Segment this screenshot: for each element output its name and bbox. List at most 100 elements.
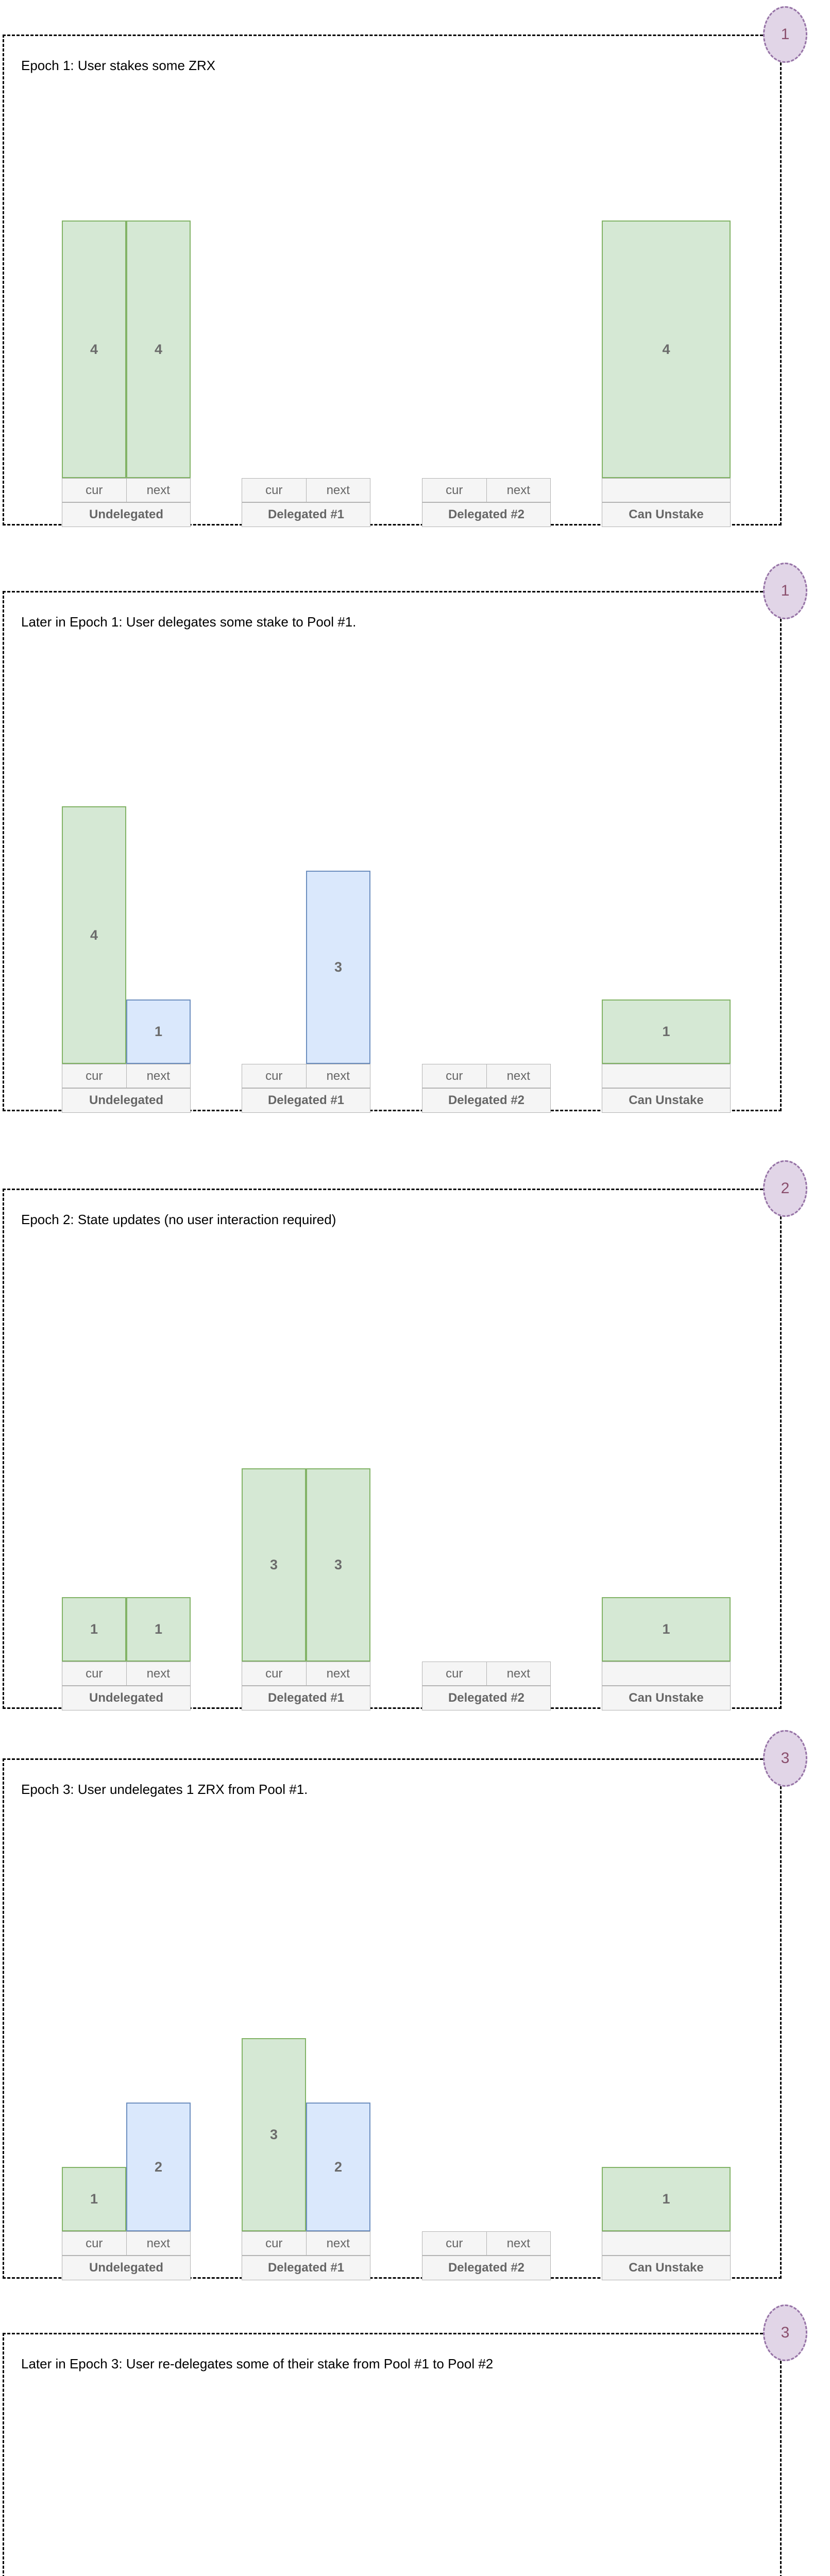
stake-column-group: 31curnextDelegated #1 — [242, 2334, 370, 2576]
stake-bar: 3 — [242, 2038, 306, 2231]
epoch-panel: Later in Epoch 3: User re-delegates some… — [3, 2333, 782, 2576]
bar-slot — [486, 1301, 551, 1662]
bar-stack — [242, 117, 370, 478]
epoch-cell-row — [602, 1662, 731, 1686]
cell-cur: cur — [242, 1064, 307, 1088]
stake-bar: 1 — [602, 1597, 731, 1662]
bar-slot: 4 — [62, 703, 126, 1064]
column-label: Can Unstake — [602, 1088, 731, 1113]
cell-blank — [602, 478, 731, 502]
cell-next: next — [126, 2231, 191, 2256]
cell-cur: cur — [242, 478, 307, 502]
cell-cur: cur — [422, 478, 487, 502]
bar-slot: 3 — [306, 703, 370, 1064]
bar-slot — [242, 117, 306, 478]
bar-slot: 3 — [242, 1301, 306, 1662]
stake-bar: 1 — [602, 999, 731, 1064]
bar-stack: 1 — [602, 2417, 731, 2576]
column-label: Can Unstake — [602, 2256, 731, 2280]
bar-slot: 1 — [126, 1301, 191, 1662]
bar-slot — [422, 1301, 486, 1662]
stake-bar: 1 — [62, 2167, 126, 2231]
epoch-number-badge: 3 — [763, 1730, 807, 1787]
cell-next: next — [306, 1662, 370, 1686]
cell-cur: cur — [422, 1662, 487, 1686]
cell-cur: cur — [242, 1662, 307, 1686]
bar-slot — [422, 117, 486, 478]
panel-caption: Epoch 3: User undelegates 1 ZRX from Poo… — [21, 1782, 308, 1797]
bar-stack: 1 — [602, 703, 731, 1064]
bar-stack: 4 — [602, 117, 731, 478]
bar-stack — [422, 1871, 551, 2231]
stake-bar: 2 — [306, 2103, 370, 2231]
cell-cur: cur — [62, 1662, 127, 1686]
bar-slot: 1 — [306, 2417, 370, 2576]
stake-bar: 4 — [126, 221, 191, 478]
bar-slot: 1 — [602, 703, 731, 1064]
stake-bar: 3 — [242, 1468, 306, 1662]
column-label: Delegated #2 — [422, 2256, 551, 2280]
cell-next: next — [486, 478, 551, 502]
cell-next: next — [306, 1064, 370, 1088]
cell-cur: cur — [422, 1064, 487, 1088]
bar-slot: 1 — [486, 2417, 551, 2576]
column-label: Delegated #1 — [242, 2256, 370, 2280]
cell-next: next — [486, 1662, 551, 1686]
bar-slot: 4 — [602, 117, 731, 478]
stake-bar: 1 — [126, 1597, 191, 1662]
bar-stack: 1 — [602, 1301, 731, 1662]
epoch-panel: Epoch 3: User undelegates 1 ZRX from Poo… — [3, 1758, 782, 2280]
bar-stack: 31 — [242, 2417, 370, 2576]
stake-bar: 4 — [62, 806, 126, 1064]
column-label: Undelegated — [62, 2256, 191, 2280]
cell-cur: cur — [62, 478, 127, 502]
column-label: Delegated #1 — [242, 1088, 370, 1113]
stake-bar: 4 — [602, 221, 731, 478]
cell-next: next — [306, 2231, 370, 2256]
epoch-cell-row — [602, 2231, 731, 2256]
bar-slot: 3 — [242, 1871, 306, 2231]
bar-slot — [422, 1871, 486, 2231]
bar-slot — [422, 703, 486, 1064]
cell-next: next — [126, 1064, 191, 1088]
cell-next: next — [486, 2231, 551, 2256]
bar-slot: 1 — [62, 1871, 126, 2231]
bar-stack — [422, 117, 551, 478]
bar-stack — [422, 1301, 551, 1662]
cell-next: next — [126, 478, 191, 502]
bar-slot — [306, 117, 370, 478]
panel-caption: Epoch 2: State updates (no user interact… — [21, 1212, 336, 1227]
bar-slot: 1 — [126, 703, 191, 1064]
column-label: Can Unstake — [602, 1686, 731, 1710]
cell-blank — [602, 1662, 731, 1686]
cell-next: next — [486, 1064, 551, 1088]
cell-cur: cur — [422, 2231, 487, 2256]
panel-caption: Later in Epoch 3: User re-delegates some… — [21, 2356, 494, 2371]
column-label: Can Unstake — [602, 502, 731, 527]
column-label: Undelegated — [62, 1088, 191, 1113]
